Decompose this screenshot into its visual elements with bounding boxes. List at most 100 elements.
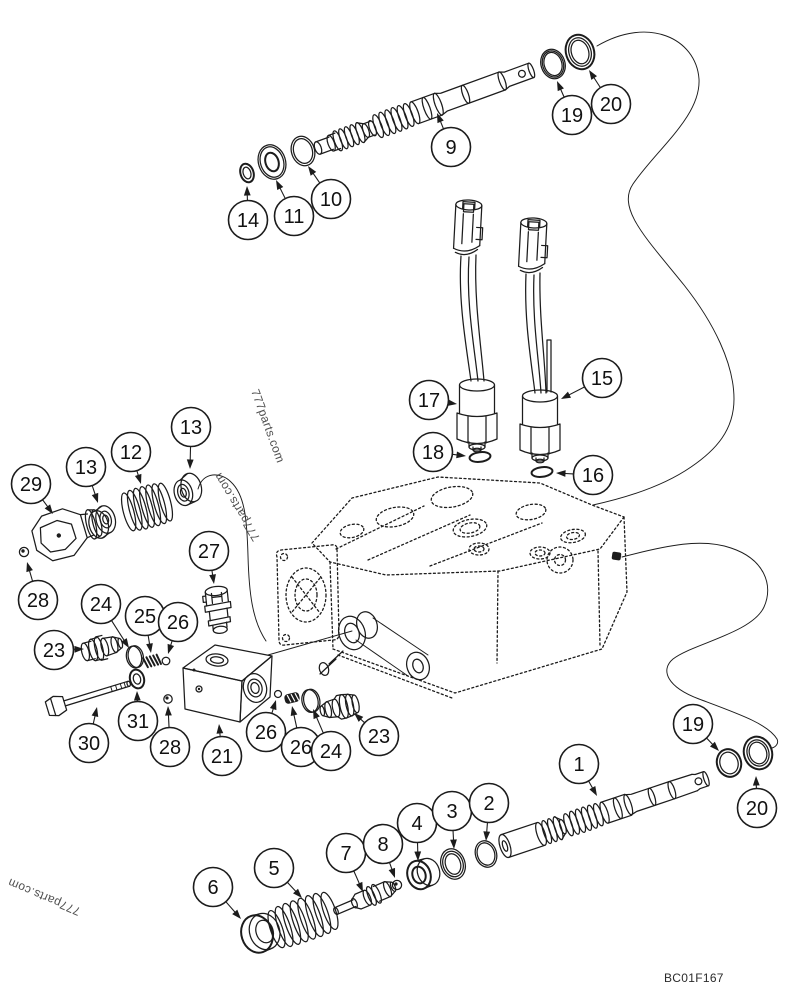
svg-text:27: 27 [198, 541, 220, 563]
reference-curve-left [197, 474, 267, 642]
callout-10: 10 [308, 166, 352, 220]
svg-text:24: 24 [90, 594, 112, 616]
part-block-21 [182, 644, 273, 723]
callout-17: 17 [408, 379, 457, 421]
svg-text:12: 12 [120, 442, 142, 464]
callout-2: 2 [468, 782, 510, 841]
svg-text:21: 21 [211, 746, 233, 768]
part-poppet-7 [333, 881, 397, 916]
svg-text:16: 16 [582, 465, 604, 487]
part-valve-body [267, 476, 628, 699]
callout-15: 15 [561, 357, 623, 399]
callout-8: 8 [362, 823, 404, 878]
svg-text:14: 14 [237, 210, 259, 232]
part-plug-23-right [319, 693, 360, 720]
callout-3: 3 [431, 790, 473, 849]
svg-text:23: 23 [368, 726, 390, 748]
part-ring-19-bottom [715, 748, 743, 778]
part-ball-26-left [161, 656, 171, 666]
svg-text:2: 2 [483, 793, 494, 815]
reference-curve-bottom [621, 542, 779, 749]
part-ball-28-lower [163, 694, 173, 704]
svg-text:11: 11 [284, 206, 305, 228]
part-seat-4 [406, 857, 441, 891]
drawing-code: BC01F167 [664, 971, 724, 985]
svg-text:19: 19 [561, 105, 583, 127]
part-spring-25 [142, 653, 162, 669]
part-ball-8 [391, 879, 403, 891]
svg-text:15: 15 [591, 368, 613, 390]
callout-11: 11 [273, 180, 315, 237]
callout-6: 6 [192, 866, 241, 919]
part-ring-14 [239, 162, 255, 184]
part-spool-top [313, 62, 536, 155]
callout-5: 5 [253, 847, 302, 898]
callout-26: 26 [157, 601, 199, 654]
part-cup-6 [240, 912, 281, 954]
part-ring-10 [290, 135, 316, 167]
part-oring-16 [530, 466, 554, 478]
callout-21: 21 [201, 724, 243, 777]
reference-curve-top [592, 31, 735, 506]
part-seat-13-left [88, 505, 117, 539]
callout-18: 18 [412, 431, 466, 473]
part-oring-18 [468, 451, 492, 463]
svg-text:10: 10 [320, 189, 342, 211]
part-ball-28-upper [18, 546, 30, 558]
callout-23: 23 [33, 629, 84, 671]
svg-text:7: 7 [340, 843, 351, 865]
svg-text:24: 24 [320, 741, 342, 763]
svg-text:9: 9 [445, 137, 456, 159]
part-bolt-30 [44, 680, 132, 717]
svg-text:17: 17 [418, 390, 440, 412]
svg-text:4: 4 [411, 813, 422, 835]
callout-1: 1 [558, 743, 600, 796]
svg-text:23: 23 [43, 640, 65, 662]
svg-text:25: 25 [134, 606, 156, 628]
callout-13: 13 [170, 406, 212, 469]
svg-text:6: 6 [207, 877, 218, 899]
callout-13: 13 [65, 446, 107, 503]
svg-text:13: 13 [75, 457, 97, 479]
part-spring-26 [284, 692, 300, 704]
callout-20: 20 [736, 776, 778, 829]
callout-19: 19 [672, 703, 719, 751]
part-seat-13-right [173, 472, 203, 507]
svg-text:13: 13 [180, 417, 202, 439]
svg-text:18: 18 [422, 442, 444, 464]
part-spool-bottom [498, 770, 710, 859]
svg-text:29: 29 [20, 474, 42, 496]
part-solenoid-17 [452, 199, 498, 453]
callout-16: 16 [556, 454, 614, 496]
svg-text:26: 26 [290, 737, 312, 759]
callout-23: 23 [354, 713, 400, 757]
callout-31: 31 [117, 691, 159, 742]
part-spring-5 [267, 891, 339, 949]
part-ring-19-top [540, 48, 566, 80]
callout-14: 14 [227, 186, 269, 241]
svg-text:28: 28 [27, 590, 49, 612]
callout-24: 24 [80, 583, 129, 648]
callout-28: 28 [149, 706, 191, 768]
svg-text:26: 26 [255, 722, 277, 744]
part-solenoid-15 [517, 217, 561, 464]
svg-text:5: 5 [268, 858, 279, 880]
part-ring-20-top [564, 33, 596, 71]
callout-19: 19 [551, 81, 593, 136]
svg-text:3: 3 [446, 801, 457, 823]
callout-4: 4 [396, 802, 438, 861]
part-spring-12 [120, 482, 174, 532]
svg-text:20: 20 [746, 798, 768, 820]
callout-7: 7 [325, 832, 367, 892]
part-disc-24-left [125, 645, 145, 669]
svg-text:20: 20 [600, 94, 622, 116]
callout-26: 26 [245, 700, 287, 753]
callout-12: 12 [110, 431, 152, 484]
part-disc-24-right [301, 688, 321, 713]
callout-24: 24 [310, 709, 352, 772]
part-ring-2 [474, 840, 498, 868]
svg-text:26: 26 [167, 612, 189, 634]
part-plug-29 [31, 508, 103, 562]
